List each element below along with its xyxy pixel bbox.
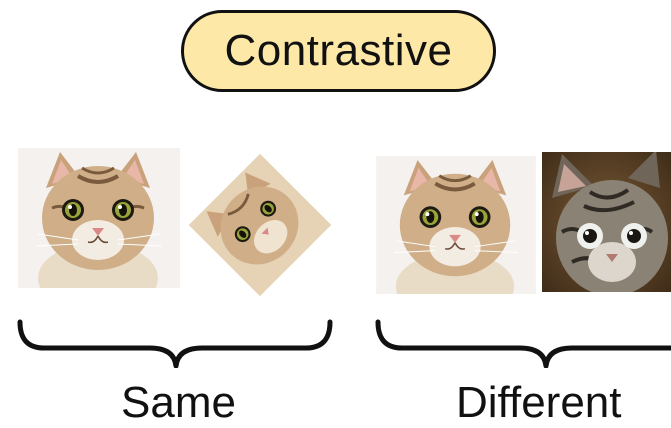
brace-different-icon [375, 319, 671, 368]
brace-same-icon [17, 319, 333, 368]
caption-same: Same [121, 378, 236, 427]
cat-photo-augmented [188, 153, 332, 297]
cat-photo-anchor [376, 156, 536, 294]
contrastive-label: Contrastive [181, 10, 496, 92]
tabby-kitten-photo [542, 152, 671, 292]
caption-different: Different [456, 378, 622, 427]
contrastive-text: Contrastive [224, 26, 453, 75]
cat-photo-original [18, 148, 180, 288]
